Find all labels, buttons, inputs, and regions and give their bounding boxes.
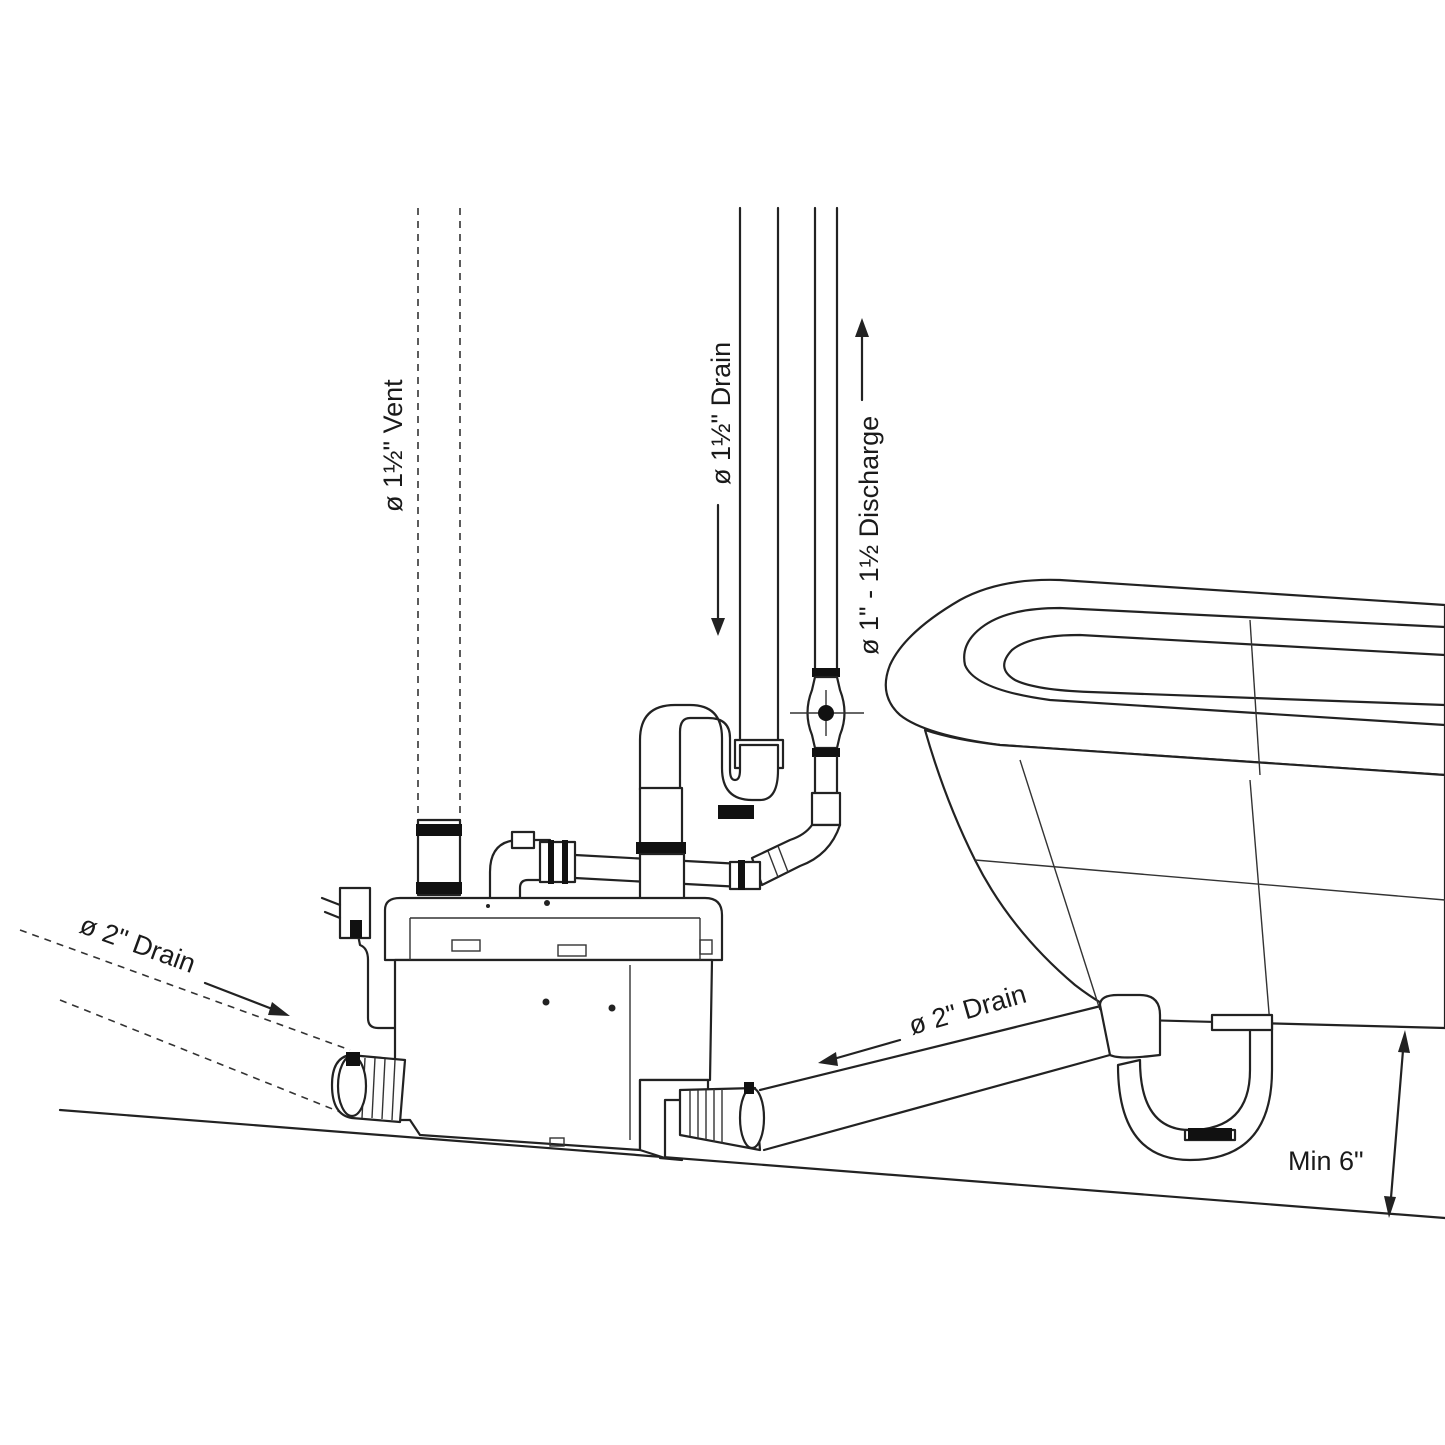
discharge-up-arrow [855,318,869,402]
discharge-pipe [750,206,864,887]
min-height-dimension [1384,1030,1410,1218]
drain-top-label: ø 1½" Drain [706,342,736,485]
pump-unit [383,896,724,1162]
left-drain-pipe [19,929,351,1113]
floor [58,1108,1445,1220]
min-height-label: Min 6" [1288,1146,1364,1176]
right-drain-arrow [818,1038,902,1066]
pump-elbow-fitting [488,830,577,907]
s-trap [638,703,780,819]
left-inlet-coupling [330,1052,407,1124]
tub-drain-pipe [758,1003,1112,1152]
vent-label: ø 1½" Vent [378,379,408,512]
power-cord [320,886,397,1030]
top-drain-pipe [733,206,785,770]
vent-pipe [416,208,462,897]
pump-outlet-pipe [636,786,686,916]
discharge-label: ø 1" - 1½ Discharge [854,416,884,655]
right-outlet-coupling [678,1082,766,1152]
discharge-horizontal [573,853,762,891]
drain-left-label: ø 2" Drain [76,909,200,978]
left-drain-arrow [203,981,290,1016]
tub-p-trap [1098,993,1274,1162]
drain-right-label: ø 2" Drain [905,979,1029,1041]
bathtub [884,578,1445,1030]
drain-down-arrow [711,503,725,636]
